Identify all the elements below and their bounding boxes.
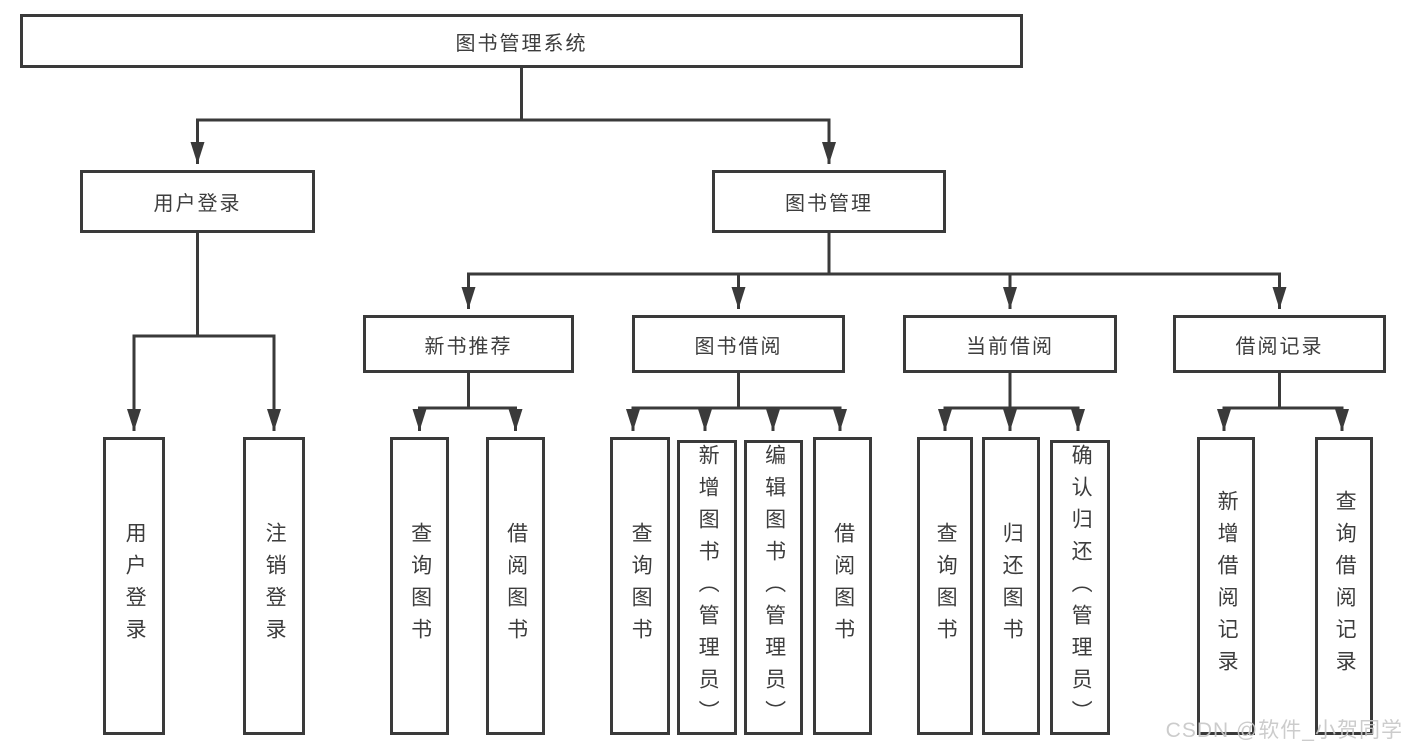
node-label: 归还图书 [1000,522,1024,650]
node-label: 图书管理系统 [455,32,588,55]
node-user-login: 用户登录 [80,170,315,233]
connector-new-book-recommendation-children [412,373,523,431]
node-label: 确认归还（管理员） [1069,443,1093,732]
node-label: 当前借阅 [966,335,1054,358]
node-label: 新增借阅记录 [1215,490,1239,682]
node-label: 编辑图书（管理员） [762,443,786,732]
node-book-borrowing: 图书借阅 [632,315,845,373]
leaf-user-login: 用户登录 [103,437,165,735]
node-label: 借阅图书 [504,522,528,650]
node-label: 用户登录 [153,193,242,215]
node-label: 图书管理 [785,193,873,215]
leaf-add-books-admin: 新增图书（管理员） [677,440,737,735]
node-label: 新增图书（管理员） [696,443,720,732]
leaf-query-books-recommend: 查询图书 [390,437,449,735]
node-borrowing-records: 借阅记录 [1173,315,1386,373]
leaf-borrow-books-borrowing: 借阅图书 [813,437,872,735]
watermark: CSDN @软件_小贺同学 [1165,719,1403,742]
connector-book-borrowing-children [626,373,847,431]
leaf-return-books: 归还图书 [982,437,1040,735]
node-label: 查询图书 [408,522,432,650]
leaf-logout-login: 注销登录 [243,437,305,735]
node-new-book-recommendation: 新书推荐 [363,315,574,373]
node-current-borrowing: 当前借阅 [903,315,1117,373]
node-label: 注销登录 [263,522,287,650]
node-label: 查询图书 [934,522,958,650]
leaf-borrow-books-recommend: 借阅图书 [486,437,545,735]
leaf-add-borrow-record: 新增借阅记录 [1197,437,1255,735]
connector-book-management-children [461,233,1287,309]
connector-current-borrowing-children [938,373,1085,431]
leaf-query-borrow-record: 查询借阅记录 [1315,437,1373,735]
node-label: 查询图书 [629,522,653,650]
node-label: 借阅图书 [831,522,855,650]
node-label: 查询借阅记录 [1333,490,1357,682]
node-label: 新书推荐 [424,335,513,358]
leaf-query-books-borrowing: 查询图书 [610,437,670,735]
node-book-management: 图书管理 [712,170,946,233]
leaf-query-books-current: 查询图书 [917,437,973,735]
connector-borrowing-records-children [1217,373,1349,431]
leaf-confirm-return-admin: 确认归还（管理员） [1050,440,1110,735]
connector-user-login-children [127,233,281,431]
node-label: 用户登录 [123,522,147,650]
node-label: 借阅记录 [1235,335,1324,358]
connector-root-to-level2 [190,68,836,164]
node-library-management-system: 图书管理系统 [20,14,1023,68]
leaf-edit-books-admin: 编辑图书（管理员） [744,440,803,735]
node-label: 图书借阅 [694,335,783,358]
